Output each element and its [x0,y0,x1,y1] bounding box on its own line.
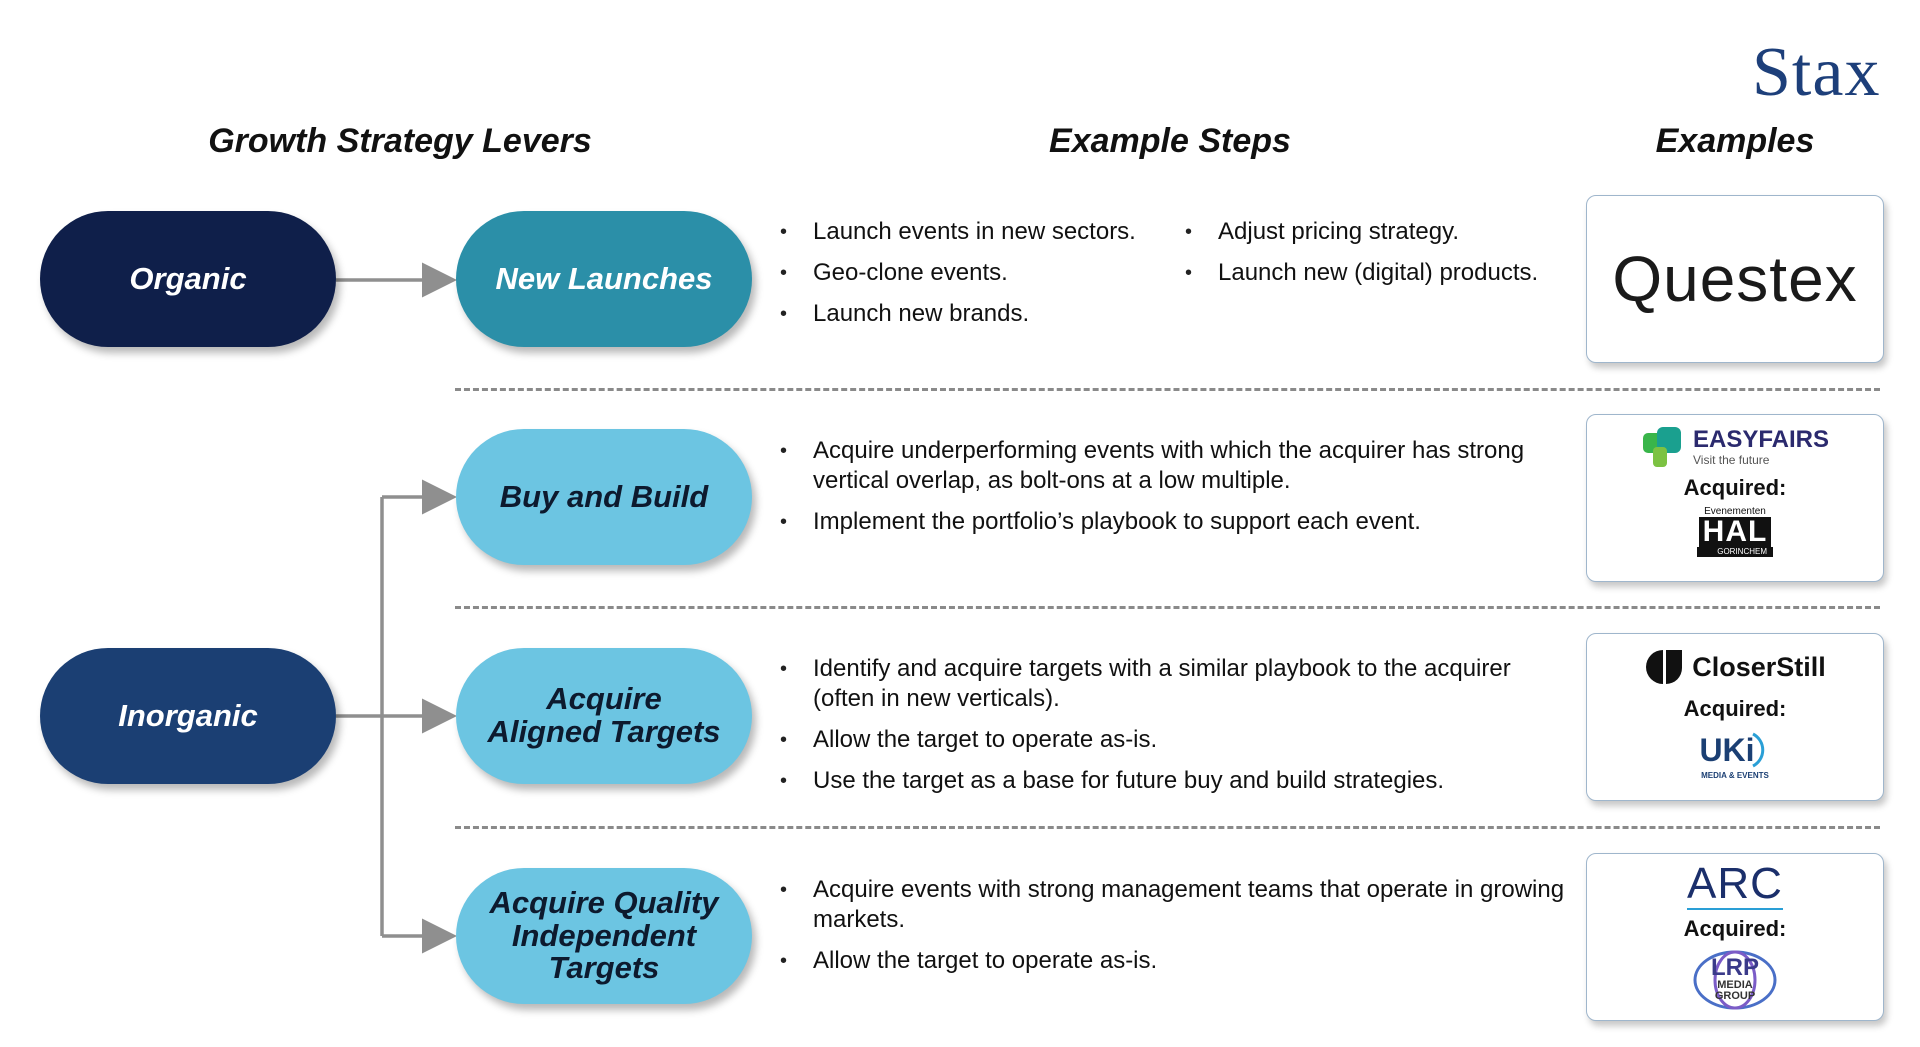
steps-new-launches-col2: Adjust pricing strategy. Launch new (dig… [1185,217,1575,299]
steps-independent: Acquire events with strong management te… [780,875,1570,987]
lever-new-launches: New Launches [456,211,752,347]
questex-text: Questex [1612,243,1858,315]
hal-bottom-text: GORINCHEM [1697,547,1773,557]
easyfairs-mark-icon [1642,427,1681,467]
easyfairs-text: EASYFAIRS [1692,426,1830,453]
header-levers: Growth Strategy Levers [208,122,592,160]
acquired-label: Acquired: [1683,696,1787,721]
step-item: Launch new (digital) products. [1185,258,1575,288]
lever-label: Buy and Build [499,478,709,514]
lever-acquire-independent: Acquire Quality Independent Targets [456,868,752,1004]
step-item: Implement the portfolio’s playbook to su… [780,507,1570,537]
inorganic-label: Inorganic [118,697,258,733]
arc-logo: ARC [1687,862,1783,910]
lrp-logo: LRP MEDIA GROUP [1687,948,1783,1012]
steps-aligned: Identify and acquire targets with a simi… [780,654,1570,807]
acquired-label: Acquired: [1683,475,1787,500]
easyfairs-logo: EASYFAIRS Visit the future [1641,425,1829,469]
uki-logo: UKi MEDIA & EVENTS [1699,730,1770,780]
hal-text: HAL [1698,517,1772,547]
lrp-sub-text-2: GROUP [1714,990,1756,1002]
uki-sub-text: MEDIA & EVENTS [1701,771,1769,780]
example-card-easyfairs: EASYFAIRS Visit the future Acquired: Eve… [1586,414,1884,582]
organic-label: Organic [129,260,247,296]
lever-acquire-aligned: Acquire Aligned Targets [456,648,752,784]
organic-pill: Organic [40,211,336,347]
lrp-globe-icon [1693,950,1777,1010]
step-item: Launch events in new sectors. [780,217,1170,247]
step-item: Launch new brands. [780,299,1170,329]
closerstill-text: CloserStill [1692,651,1826,682]
step-item: Allow the target to operate as-is. [780,946,1570,976]
lever-label: New Launches [495,260,713,296]
step-item: Adjust pricing strategy. [1185,217,1575,247]
step-item: Identify and acquire targets with a simi… [780,654,1570,714]
row-divider [455,606,1880,609]
row-divider [455,388,1880,391]
steps-buy-and-build: Acquire underperforming events with whic… [780,436,1570,548]
questex-logo: Questex [1612,242,1857,316]
uki-swoosh-icon [1751,732,1764,768]
lrp-text: LRP [1711,954,1759,981]
easyfairs-tagline: Visit the future [1692,453,1770,467]
header-steps: Example Steps [1049,122,1291,160]
stax-logo: Stax [1752,34,1881,111]
hal-logo: Evenementen HAL GORINCHEM [1697,507,1773,557]
example-card-closerstill: CloserStill Acquired: UKi MEDIA & EVENTS [1586,633,1884,801]
lever-label: Acquire Aligned Targets [487,681,721,749]
header-examples: Examples [1655,122,1815,160]
uki-text: UKi [1699,732,1755,768]
acquired-label: Acquired: [1683,916,1787,941]
row-divider [455,826,1880,829]
example-card-arc: ARC Acquired: LRP MEDIA GROUP [1586,853,1884,1021]
inorganic-pill: Inorganic [40,648,336,784]
example-card-questex: Questex [1586,195,1884,363]
lever-label: Acquire Quality Independent Targets [489,885,719,986]
steps-new-launches-col1: Launch events in new sectors. Geo-clone … [780,217,1170,340]
closerstill-logo: CloserStill [1644,648,1826,686]
lrp-sub-text-1: MEDIA [1717,979,1753,991]
step-item: Use the target as a base for future buy … [780,766,1570,796]
arc-underline [1687,908,1783,910]
hal-top-text: Evenementen [1704,506,1766,517]
closerstill-mark-icon [1646,650,1683,684]
lever-buy-and-build: Buy and Build [456,429,752,565]
step-item: Acquire events with strong management te… [780,875,1570,935]
step-item: Acquire underperforming events with whic… [780,436,1570,496]
arc-text: ARC [1687,859,1783,908]
step-item: Geo-clone events. [780,258,1170,288]
step-item: Allow the target to operate as-is. [780,725,1570,755]
